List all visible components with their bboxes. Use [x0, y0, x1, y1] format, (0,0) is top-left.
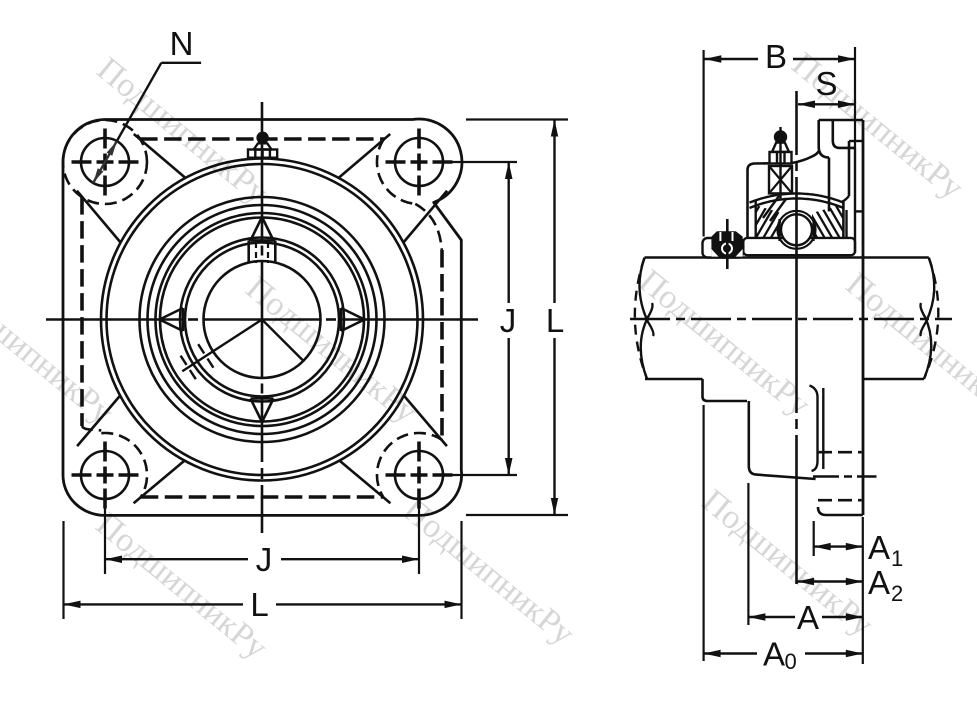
svg-text:A: A	[868, 564, 890, 601]
svg-text:1: 1	[891, 546, 903, 571]
svg-text:A: A	[797, 599, 819, 636]
svg-text:L: L	[546, 302, 564, 339]
svg-text:B: B	[765, 38, 787, 75]
svg-text:J: J	[256, 541, 273, 578]
svg-text:N: N	[170, 25, 194, 62]
svg-text:L: L	[250, 586, 268, 623]
svg-text:J: J	[500, 302, 517, 339]
svg-text:A: A	[868, 529, 890, 566]
svg-text:2: 2	[891, 581, 903, 606]
svg-text:0: 0	[785, 649, 797, 674]
svg-text:A: A	[763, 636, 785, 673]
svg-text:S: S	[815, 65, 837, 102]
